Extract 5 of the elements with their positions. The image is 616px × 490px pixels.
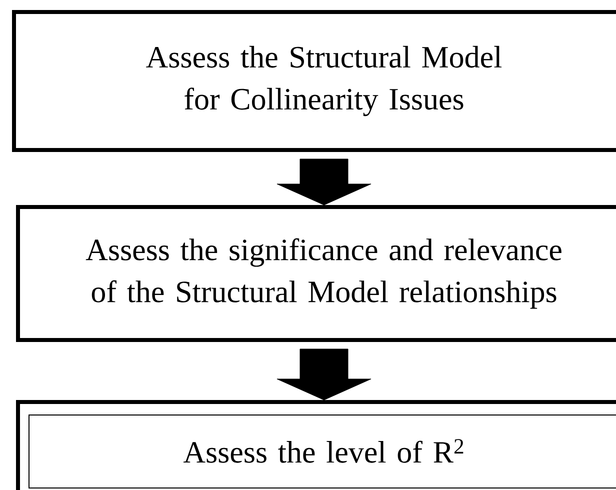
process-box: Assess the level of R$^{2}$ xyxy=(16,400,616,490)
block-arrow xyxy=(276,158,372,206)
process-box: Assess the Structural Model for Collinearity Issues xyxy=(12,10,616,152)
process-box: Assess the significance and relevance of the Structural Model relationships xyxy=(16,205,616,342)
block-arrow xyxy=(276,348,372,400)
